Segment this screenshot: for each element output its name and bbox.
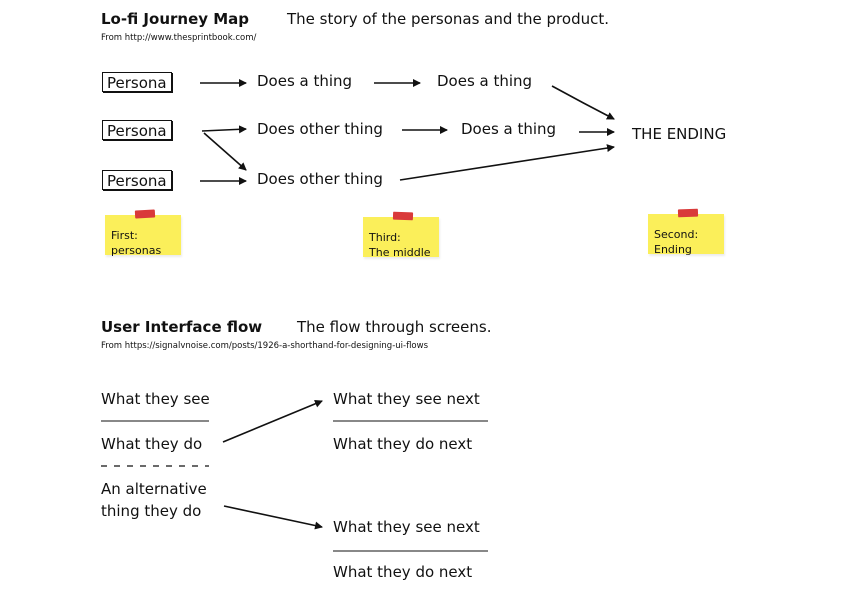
right-bottom-what-they-see-next: What they see next [333, 518, 480, 536]
left-what-they-do: What they do [101, 435, 203, 453]
persona-box-3: Persona [102, 170, 172, 190]
sticky-note-line: Ending [654, 243, 692, 256]
step-row2-b: Does a thing [461, 120, 557, 138]
step-row1-b: Does a thing [437, 72, 533, 90]
left-alternative-line1: An alternative [101, 480, 207, 498]
persona-box-1: Persona [102, 72, 172, 92]
ending-node: THE ENDING [632, 125, 727, 143]
arrow-row1-to-ending [551, 85, 615, 120]
arrow-row3-to-ending [399, 144, 615, 181]
right-top-what-they-see-next: What they see next [333, 390, 480, 408]
sticky-note-line: First: [111, 229, 138, 242]
ui-flow-subtitle: The flow through screens. [297, 318, 492, 336]
sticky-note-line: Third: [369, 231, 401, 244]
right-bottom-what-they-do-next: What they do next [333, 563, 473, 581]
step-row1-a: Does a thing [257, 72, 353, 90]
right-top-what-they-do-next: What they do next [333, 435, 473, 453]
sticky-note-line: Second: [654, 228, 699, 241]
sticky-note-line: personas [111, 244, 162, 257]
sticky-note-first: First: personas [105, 209, 181, 257]
persona-box-2: Persona [102, 120, 172, 140]
step-row2-a: Does other thing [257, 120, 383, 138]
sticky-note-third: Third: The middle [363, 211, 439, 259]
journey-map-title: Lo-fi Journey Map [101, 10, 250, 28]
journey-map-source: From http://www.thesprintbook.com/ [101, 33, 257, 43]
sticky-note-line: The middle [369, 246, 431, 259]
step-row3-a: Does other thing [257, 170, 383, 188]
journey-map-subtitle: The story of the personas and the produc… [287, 10, 609, 28]
arrow-do-to-next-screen [222, 399, 323, 443]
arrow-persona2-to-step [201, 125, 247, 134]
arrow-alternative-to-next-screen [223, 505, 323, 530]
left-what-they-see: What they see [101, 390, 210, 408]
ui-flow-title: User Interface flow [101, 318, 263, 336]
ui-flow-source: From https://signalvnoise.com/posts/1926… [101, 341, 429, 351]
sticky-note-second: Second: Ending [648, 208, 724, 256]
left-alternative-line2: thing they do [101, 502, 202, 520]
arrow-persona2-to-row3 [203, 132, 247, 171]
